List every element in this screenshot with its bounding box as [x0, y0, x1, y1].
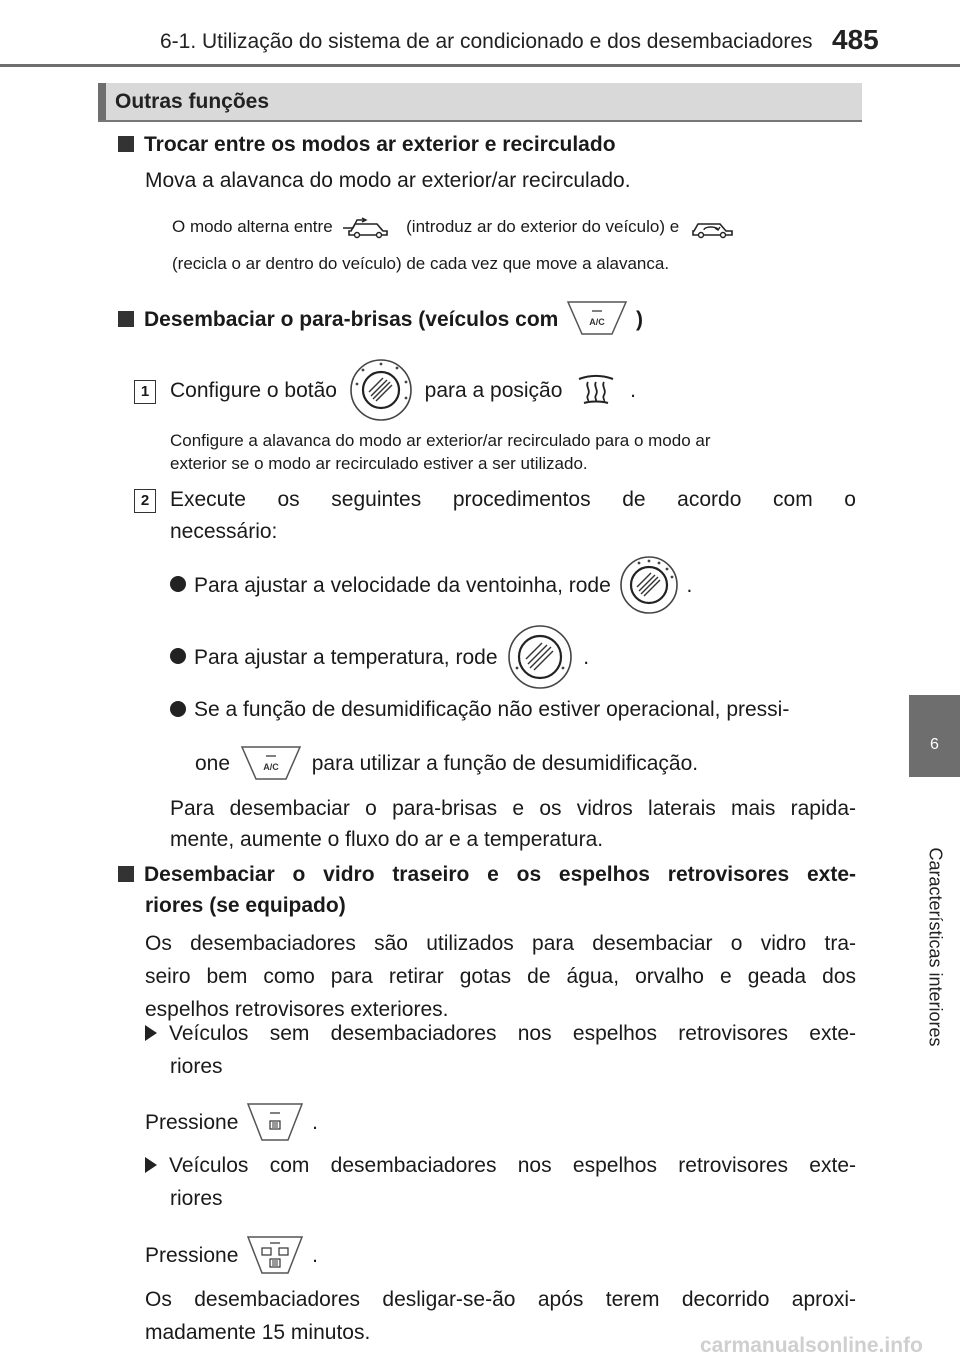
- defog-windshield-heading: Desembaciar o para-brisas (veículos com …: [118, 300, 643, 336]
- square-bullet-icon: [118, 866, 134, 882]
- switch-modes-heading: Trocar entre os modos ar exterior e reci…: [118, 129, 616, 160]
- rear-and-mirror-defogger-button-icon[interactable]: [246, 1235, 304, 1275]
- ac-button-icon: A/C: [567, 301, 628, 335]
- rear-defogger-button-icon[interactable]: [246, 1102, 304, 1142]
- triangle-bullet-icon: [145, 1157, 157, 1173]
- temperature-dial-icon: [508, 625, 573, 689]
- windshield-defog-icon: [578, 375, 614, 404]
- step2-text-line2: necessário:: [170, 520, 278, 543]
- watermark: carmanualsonline.info: [700, 1334, 923, 1357]
- section-header-accent: [98, 83, 106, 120]
- bullet-fan-speed: Para ajustar a velocidade da ventoinha, …: [170, 555, 692, 615]
- step-number-2: 2: [134, 489, 156, 513]
- press-rear-defogger: Pressione .: [145, 1102, 318, 1142]
- page-number: 485: [832, 24, 879, 55]
- triangle-bullet-icon: [145, 1025, 157, 1041]
- bullet-dehumidify: Se a função de desumidificação não estiv…: [170, 694, 789, 725]
- switch-modes-note: O modo alterna entre (introduz ar do ext…: [172, 214, 736, 239]
- section-header: Outras funções: [98, 83, 862, 122]
- section-title: Outras funções: [115, 90, 270, 113]
- bullet-temperature: Para ajustar a temperatura, rode .: [170, 624, 589, 690]
- defog-tip: Para desembaciar o para-brisas e os vidr…: [170, 797, 856, 851]
- rear-defog-heading: Desembaciar o vidro traseiro e os espelh…: [118, 859, 856, 921]
- recirculated-air-icon: [692, 222, 733, 238]
- step2-text: Execute os seguintes procedimentos de ac…: [170, 488, 856, 511]
- step1-note: Configure a alavanca do modo ar exterior…: [170, 431, 711, 473]
- round-bullet-icon: [170, 647, 186, 664]
- header-divider: [0, 64, 960, 67]
- case-with-mirror-defoggers: Veículos com desembaciadores nos espelho…: [145, 1150, 856, 1214]
- case-no-mirror-defoggers: Veículos sem desembaciadores nos espelho…: [145, 1018, 856, 1082]
- mode-dial-icon: [350, 359, 412, 421]
- svg-text:A/C: A/C: [589, 317, 605, 327]
- square-bullet-icon: [118, 136, 134, 152]
- press-rear-and-mirror-defogger: Pressione .: [145, 1235, 318, 1275]
- outside-air-icon: [343, 216, 389, 238]
- fan-speed-dial-icon: [619, 556, 678, 614]
- chapter-tab: Características interiores: [909, 777, 960, 1117]
- rear-defog-body: Os desembaciadores são utilizados para d…: [145, 932, 856, 1021]
- round-bullet-icon: [170, 701, 186, 717]
- step-number-1: 1: [134, 380, 156, 404]
- bullet-dehumidify-line2: one A/C para utilizar a função de desumi…: [195, 745, 698, 781]
- step1-text: Configure o botão para a posição .: [170, 358, 636, 422]
- chapter-tab-label: Características interiores: [925, 847, 946, 1047]
- ac-button-icon: A/C: [240, 746, 302, 780]
- defogger-auto-off-note: Os desembaciadores desligar-se-ão após t…: [145, 1288, 856, 1344]
- svg-text:A/C: A/C: [263, 762, 279, 772]
- round-bullet-icon: [170, 575, 186, 592]
- header-title: 6-1. Utilização do sistema de ar condici…: [160, 30, 813, 53]
- chapter-tab-number: 6: [909, 695, 960, 777]
- switch-modes-note-line2: (recicla o ar dentro do veículo) de cada…: [172, 254, 670, 273]
- switch-modes-body: Mova a alavanca do modo ar exterior/ar r…: [145, 169, 631, 192]
- square-bullet-icon: [118, 311, 134, 327]
